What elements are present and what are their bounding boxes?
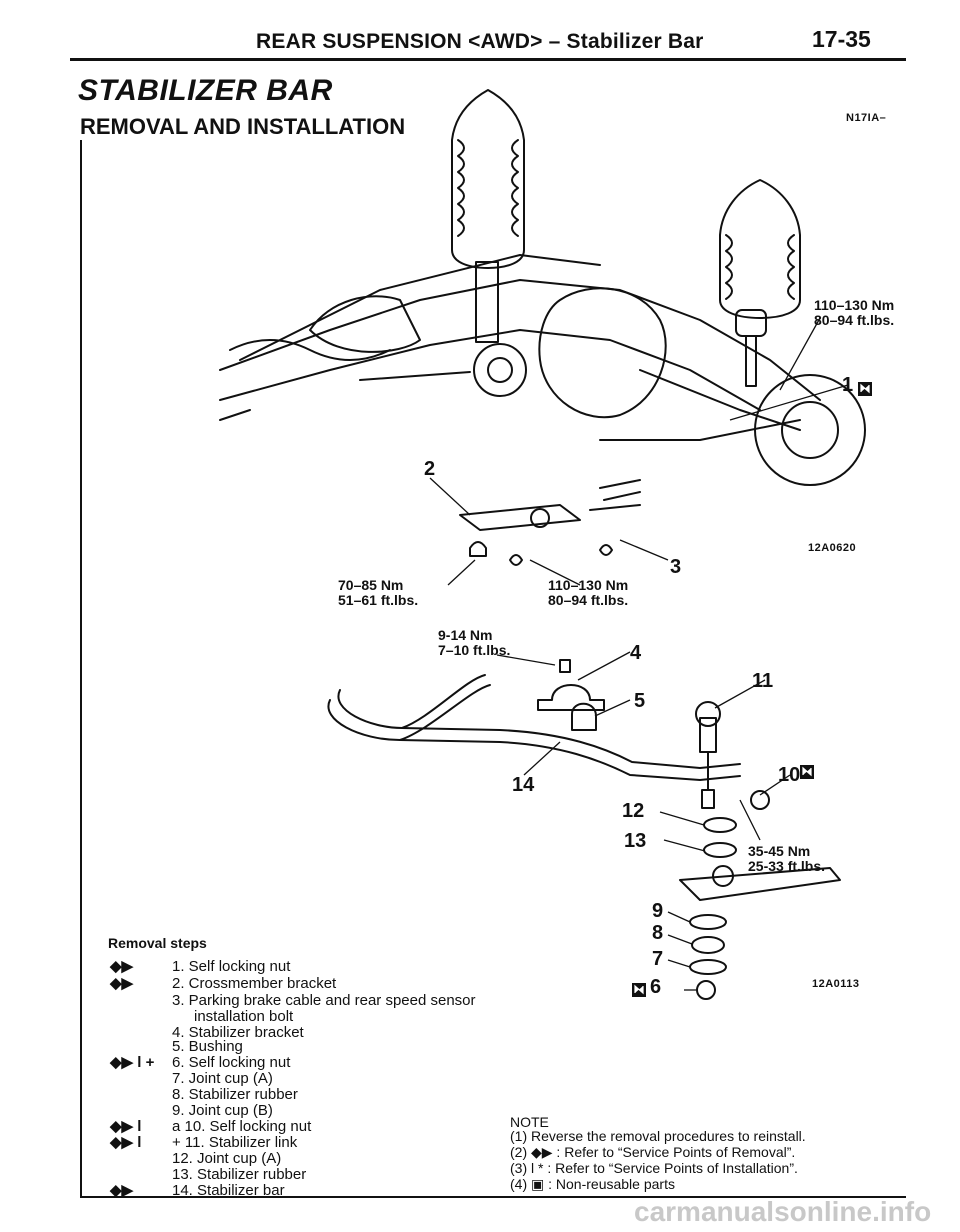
step-text: 5. Bushing — [172, 1038, 243, 1055]
image-code-1: 12A0620 — [808, 542, 857, 554]
step-marks: ◆▶ — [110, 958, 134, 975]
removal-step: 13. Stabilizer rubber — [110, 1166, 306, 1183]
image-code-2: 12A0113 — [812, 978, 860, 990]
removal-step: installation bolt — [110, 1008, 293, 1025]
step-text: 4. Stabilizer bracket — [172, 1024, 304, 1041]
step-text: 3. Parking brake cable and rear speed se… — [172, 992, 476, 1009]
note-line-2: (2) ◆▶ : Refer to “Service Points of Rem… — [510, 1144, 796, 1160]
callout-2: 2 — [424, 458, 436, 480]
step-text: 13. Stabilizer rubber — [172, 1166, 307, 1183]
left-margin-rule — [80, 140, 82, 1198]
watermark: carmanualsonline.info — [634, 1196, 932, 1227]
callout-8: 8 — [652, 922, 664, 944]
callout-12: 12 — [622, 800, 645, 822]
callout-6: 6 — [650, 976, 662, 998]
callout-13: 13 — [624, 830, 647, 852]
removal-step: 12. Joint cup (A) — [110, 1150, 281, 1167]
note-heading: NOTE — [510, 1114, 549, 1130]
step-text: a 10. Self locking nut — [172, 1118, 312, 1135]
page-number: 17-35 — [812, 26, 871, 52]
callout-7: 7 — [652, 948, 664, 970]
removal-step: ◆▶ l + 11. Stabilizer link — [110, 1134, 297, 1151]
step-marks: ◆▶ — [110, 1182, 134, 1199]
removal-step: ◆▶ l + 6. Self locking nut — [110, 1054, 290, 1071]
section-subtitle: REMOVAL AND INSTALLATION — [80, 114, 406, 139]
step-marks: ◆▶ l — [110, 1134, 142, 1151]
removal-step: ◆▶ 1. Self locking nut — [110, 958, 290, 975]
step-marks: ◆▶ l — [110, 1118, 142, 1135]
callout-9: 9 — [652, 900, 664, 922]
removal-step: ◆▶ 14. Stabilizer bar — [110, 1182, 285, 1199]
removal-step: ◆▶ 2. Crossmember bracket — [110, 975, 336, 992]
note-line-4: (4) ▣ : Non-reusable parts — [510, 1176, 675, 1192]
removal-step: 4. Stabilizer bracket — [110, 1024, 304, 1041]
section-title: STABILIZER BAR — [78, 74, 333, 107]
callout-10: 10 — [778, 764, 801, 786]
step-text: 6. Self locking nut — [172, 1054, 291, 1071]
header-rule — [70, 58, 906, 61]
callout-14: 14 — [512, 774, 535, 796]
note-line-1: (1) Reverse the removal procedures to re… — [510, 1128, 806, 1144]
page-header-title: REAR SUSPENSION <AWD> – Stabilizer Bar — [256, 30, 704, 53]
step-text: 8. Stabilizer rubber — [172, 1086, 298, 1103]
figure-ref-code: N17IA– — [846, 112, 887, 124]
step-text: 2. Crossmember bracket — [172, 975, 337, 992]
callout-5: 5 — [634, 690, 646, 712]
step-text: 7. Joint cup (A) — [172, 1070, 273, 1087]
step-marks: ◆▶ l + — [110, 1054, 155, 1071]
callout-4: 4 — [630, 642, 642, 664]
removal-steps-heading: Removal steps — [108, 935, 207, 951]
removal-step: 9. Joint cup (B) — [110, 1102, 273, 1119]
callout-3: 3 — [670, 556, 682, 578]
callout-1: 1 — [842, 374, 854, 396]
step-text: + 11. Stabilizer link — [172, 1134, 298, 1151]
step-text: installation bolt — [194, 1008, 294, 1025]
step-marks: ◆▶ — [110, 975, 134, 992]
step-text: 9. Joint cup (B) — [172, 1102, 273, 1119]
callout-11: 11 — [752, 670, 774, 692]
removal-step: 7. Joint cup (A) — [110, 1070, 273, 1087]
step-text: 14. Stabilizer bar — [172, 1182, 285, 1199]
footer-rule — [80, 1196, 906, 1198]
removal-step: 5. Bushing — [110, 1038, 243, 1055]
step-text: 1. Self locking nut — [172, 958, 291, 975]
removal-step: 8. Stabilizer rubber — [110, 1086, 298, 1103]
removal-step: 3. Parking brake cable and rear speed se… — [110, 992, 476, 1009]
removal-step: ◆▶ l a 10. Self locking nut — [110, 1118, 311, 1135]
step-text: 12. Joint cup (A) — [172, 1150, 282, 1167]
note-line-3: (3) l * : Refer to “Service Points of In… — [510, 1160, 798, 1176]
